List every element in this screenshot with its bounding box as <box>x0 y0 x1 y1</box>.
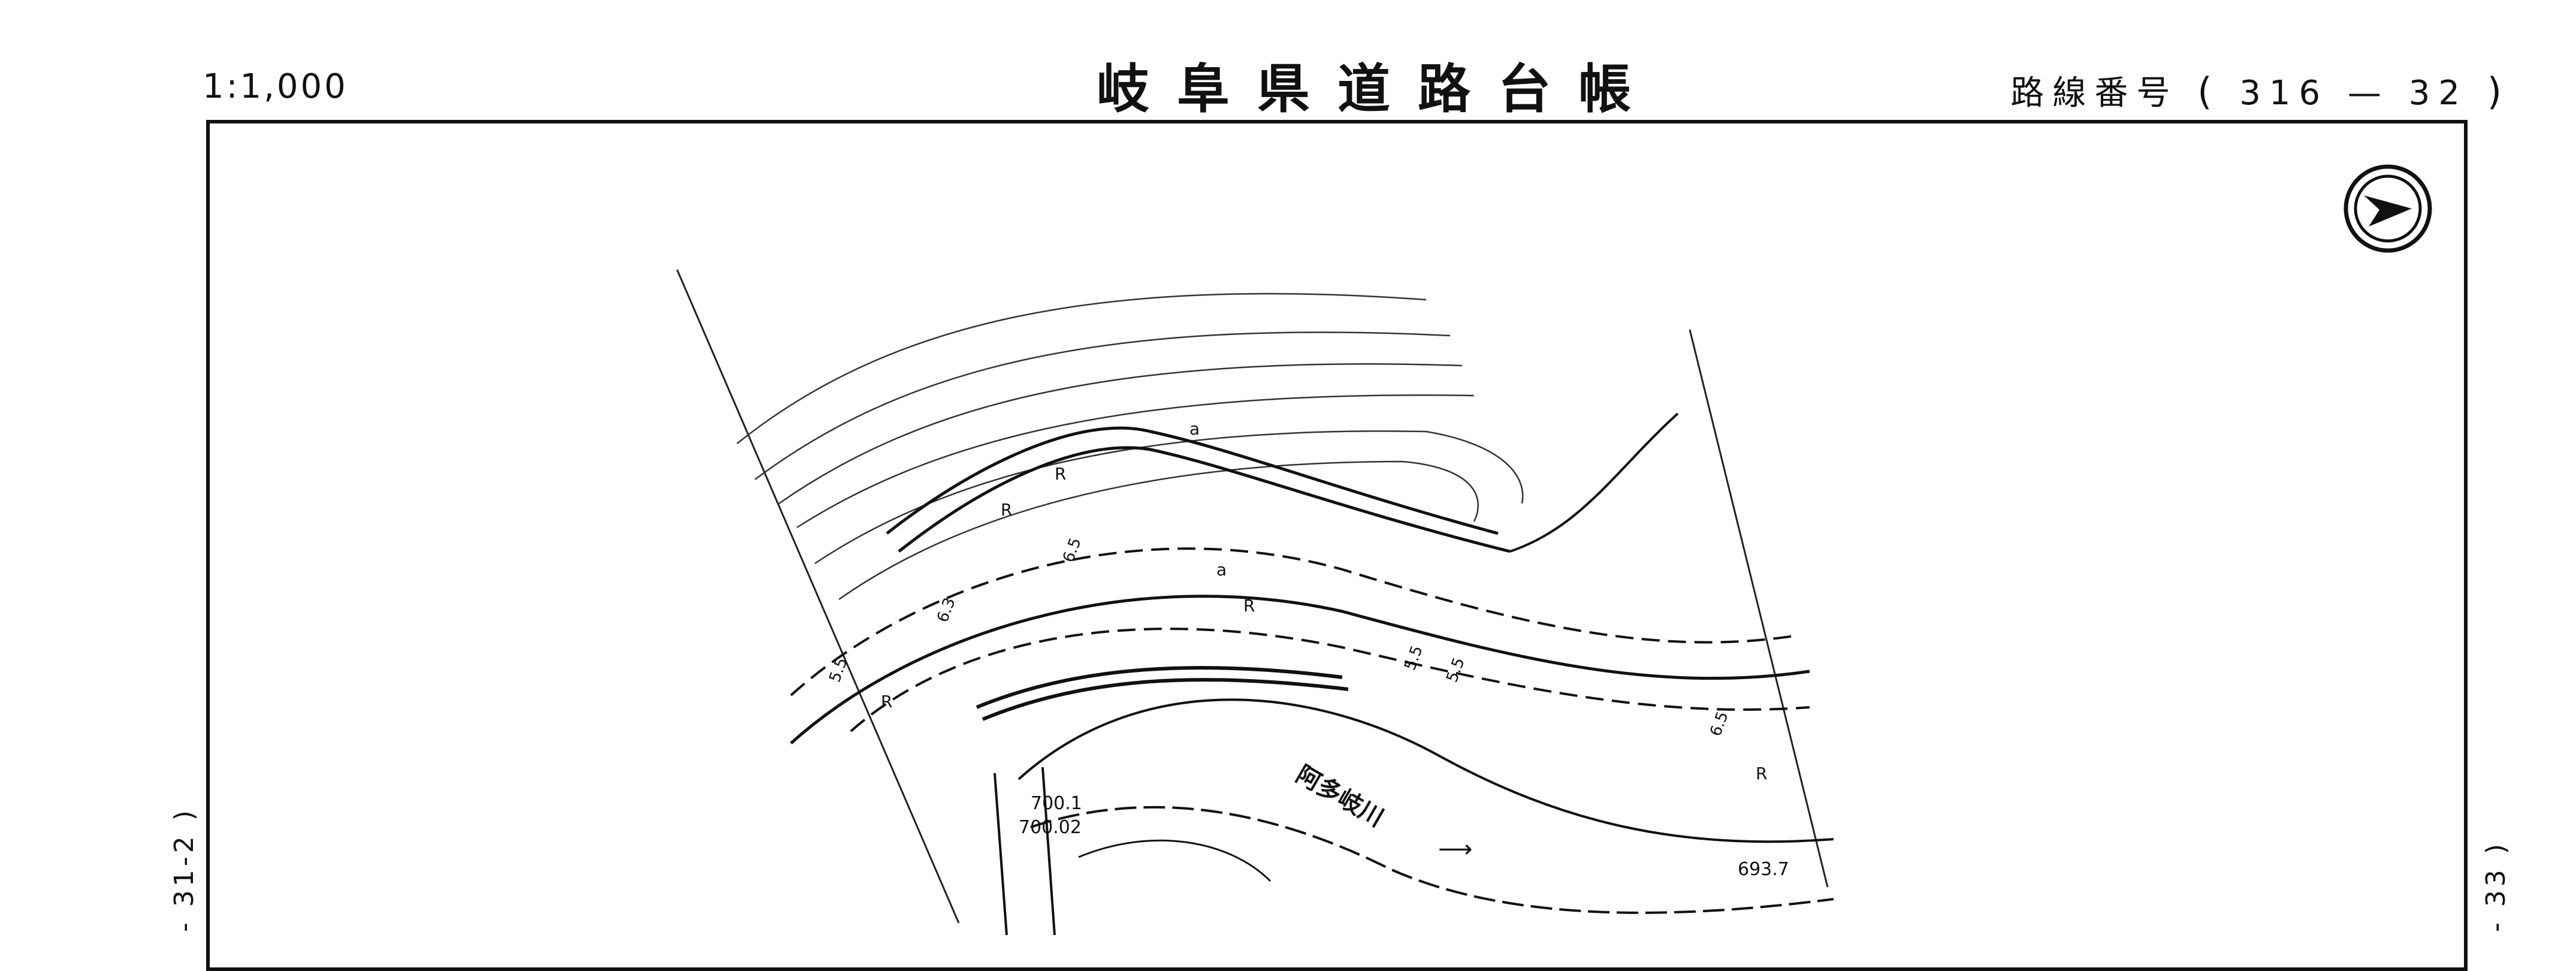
section-marker: a <box>1189 419 1200 439</box>
road-marker: R <box>1001 500 1012 520</box>
section-marker: a <box>1216 560 1227 580</box>
sheet-boundary <box>676 269 1829 924</box>
road-map-drawing: 阿多岐川 ⟶ 700.1 700.02 693.7 5.5 6.3 6.5 5.… <box>676 269 1834 936</box>
scale-label: 1:1,000 <box>203 67 348 106</box>
route-number: 路線番号 ( 316 — 32 ) <box>2010 66 2510 114</box>
road-marker: R <box>881 692 892 711</box>
upper-road <box>886 412 1679 553</box>
width-label: 6.5 <box>1059 535 1085 565</box>
road-marker: R <box>1756 764 1767 783</box>
adjacent-sheet-right: - 33 ) <box>2481 840 2511 932</box>
river-banks <box>1017 698 1834 914</box>
width-label: 5.5 <box>1443 655 1468 684</box>
north-arrow-icon <box>2344 164 2432 253</box>
route-number-value: 316 — 32 <box>2239 74 2468 113</box>
width-label: 5.5 <box>1401 643 1426 673</box>
route-paren-close: ) <box>2487 70 2510 113</box>
elevation-label: 700.02 <box>1019 817 1082 838</box>
adjacent-sheet-left: - 31-2 ) <box>169 807 200 932</box>
elevation-label: 700.1 <box>1031 793 1082 814</box>
bridge <box>993 767 1056 936</box>
width-label: 6.5 <box>1707 709 1732 738</box>
page-title: 岐阜県道路台帳 <box>1097 58 1659 120</box>
road-marker: R <box>1055 464 1066 484</box>
route-label: 路線番号 <box>2010 74 2179 113</box>
road-marker: R <box>1243 596 1255 616</box>
width-label: 5.5 <box>826 655 851 684</box>
elevation-label: 693.7 <box>1738 859 1789 880</box>
river-name: 阿多岐川 <box>1291 761 1388 833</box>
route-paren-open: ( <box>2197 70 2221 113</box>
main-road <box>790 547 1810 744</box>
flow-arrow: ⟶ <box>1438 836 1472 863</box>
contour-lines <box>736 292 1524 601</box>
width-label: 6.3 <box>934 595 959 625</box>
